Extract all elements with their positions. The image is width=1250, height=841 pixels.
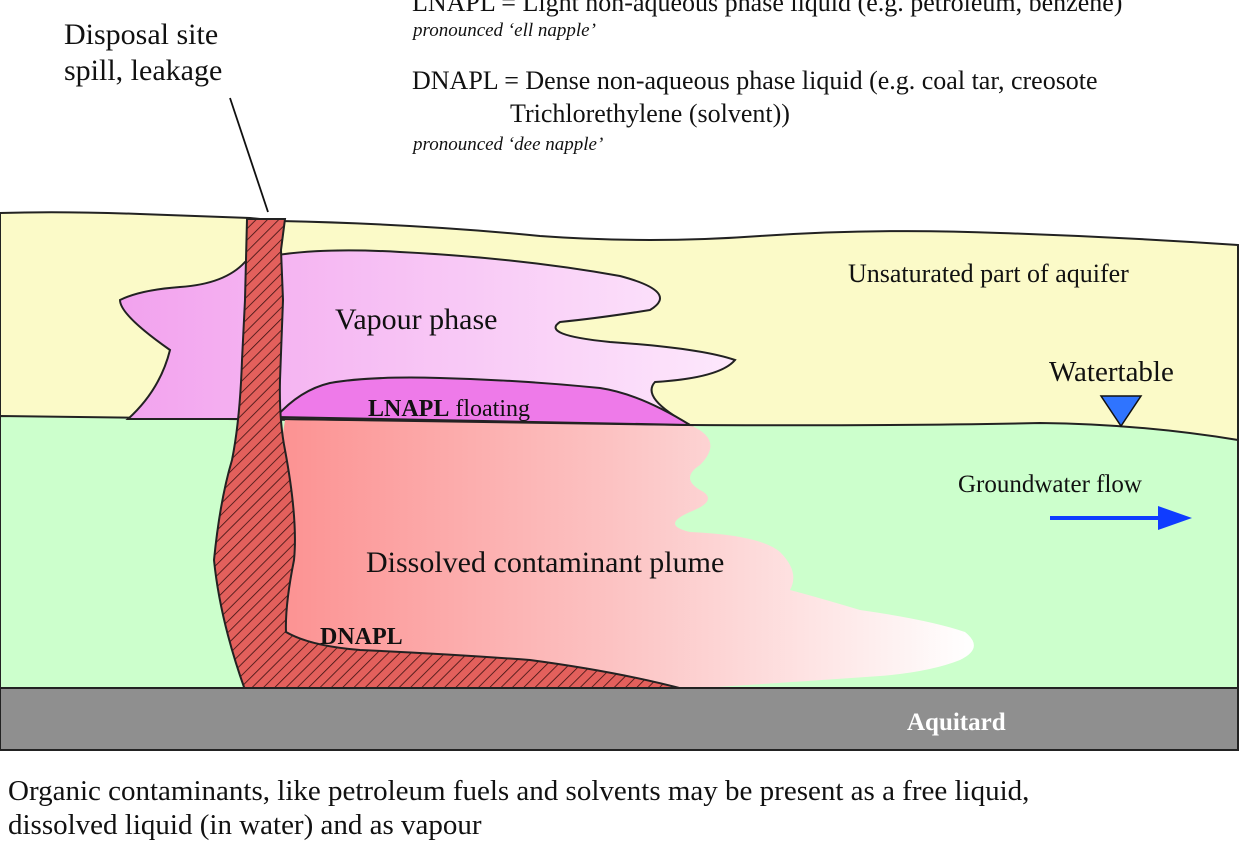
disposal-source-column: [212, 218, 688, 691]
groundwater-flow-arrow-icon: [1050, 506, 1192, 530]
lnapl-pronunciation: pronounced ‘ell napple’: [413, 20, 596, 41]
leader-line: [229, 97, 269, 213]
aquitard-layer: [0, 687, 1239, 751]
lnapl-definition: LNAPL = Light non-aqueous phase liquid (…: [412, 0, 1123, 17]
spill-leakage-label: spill, leakage: [64, 54, 223, 87]
dnapl-label: DNAPL: [320, 624, 403, 650]
lnapl-floating-layer: [273, 376, 694, 427]
caption-line2: dissolved liquid (in water) and as vapou…: [8, 809, 482, 841]
unsaturated-zone-label: Unsaturated part of aquifer: [848, 259, 1129, 288]
dnapl-definition-line2: Trichlorethylene (solvent)): [510, 99, 790, 128]
groundwater-flow-label: Groundwater flow: [958, 471, 1142, 498]
watertable-label: Watertable: [1049, 356, 1174, 388]
caption-line1: Organic contaminants, like petroleum fue…: [8, 775, 1030, 807]
vapour-phase-label: Vapour phase: [335, 303, 497, 336]
aquitard-label: Aquitard: [907, 709, 1006, 736]
watertable-triangle-icon: [1099, 395, 1143, 428]
dissolved-plume-label: Dissolved contaminant plume: [366, 546, 724, 579]
dnapl-pronunciation: pronounced ‘dee napple’: [413, 134, 604, 155]
dnapl-definition-line1: DNAPL = Dense non-aqueous phase liquid (…: [412, 66, 1098, 95]
dissolved-contaminant-plume: [245, 420, 974, 688]
disposal-site-label: Disposal site: [64, 18, 219, 51]
lnapl-floating-label: LNAPL floating: [368, 396, 530, 422]
